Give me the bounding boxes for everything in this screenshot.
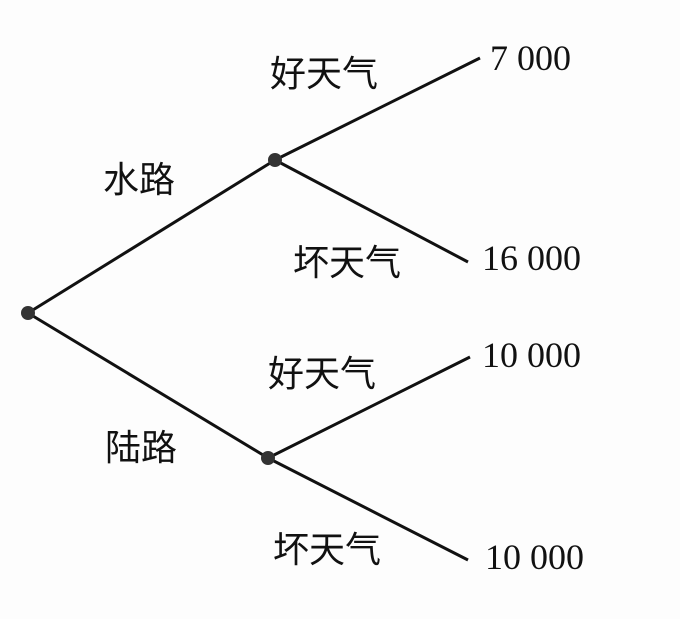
edge-land-bad bbox=[267, 456, 469, 562]
edge-water-good bbox=[274, 56, 481, 162]
weather-label: 坏天气 bbox=[293, 243, 401, 283]
edge-root-land bbox=[27, 311, 269, 460]
branch-label-land: 陆路 bbox=[105, 428, 177, 468]
outcome-value: 7 000 bbox=[490, 38, 571, 78]
weather-label: 好天气 bbox=[268, 354, 376, 394]
outcome-value: 10 000 bbox=[485, 537, 584, 577]
weather-label: 好天气 bbox=[270, 54, 378, 94]
edge-root-water bbox=[27, 158, 276, 315]
edge-land-good bbox=[267, 355, 471, 460]
branch-label-water: 水路 bbox=[103, 160, 175, 200]
outcome-value: 10 000 bbox=[482, 335, 581, 375]
weather-label: 坏天气 bbox=[273, 530, 381, 570]
edge-water-bad bbox=[274, 158, 469, 264]
water-chance-node bbox=[268, 153, 282, 167]
root-node bbox=[21, 306, 35, 320]
outcome-value: 16 000 bbox=[482, 238, 581, 278]
land-chance-node bbox=[261, 451, 275, 465]
